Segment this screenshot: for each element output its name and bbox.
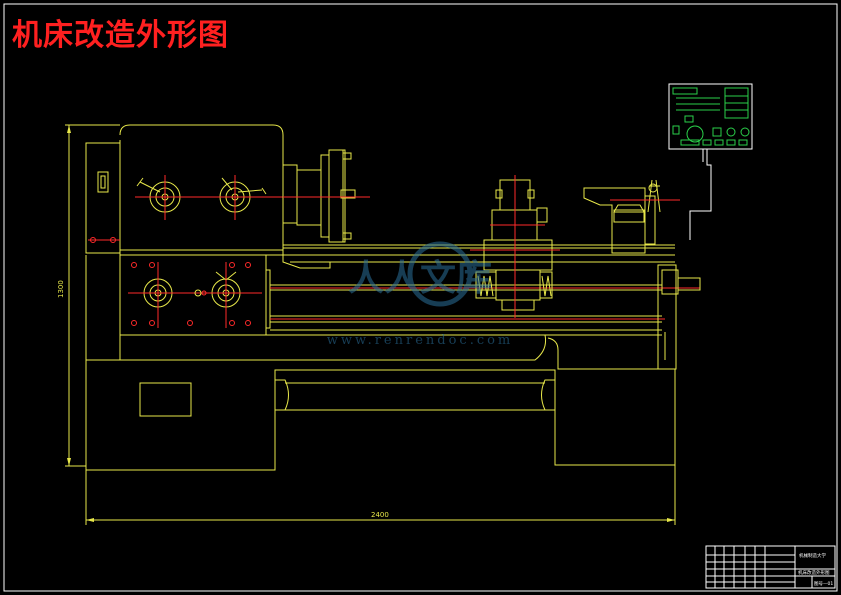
width-dimension-label: 2400 xyxy=(371,511,389,519)
title-block xyxy=(705,545,836,589)
dimension-lines xyxy=(65,124,676,525)
tailstock xyxy=(583,179,680,254)
outer-frame xyxy=(3,3,838,592)
spindle-chuck xyxy=(282,149,370,243)
height-dimension-label: 1300 xyxy=(57,280,65,298)
headstock xyxy=(85,124,300,256)
title-block-drawing-name: 机床改造外形图 xyxy=(798,569,830,576)
title-block-drawing-no: 图号—01 xyxy=(814,581,833,587)
drawing-title: 机床改造外形图 xyxy=(12,18,229,53)
cnc-control-panel xyxy=(668,83,753,240)
title-block-school: 机械制造大学 xyxy=(799,552,826,559)
lathe-bed xyxy=(85,244,701,471)
carriage xyxy=(470,175,560,318)
feed-gearbox xyxy=(119,254,271,336)
